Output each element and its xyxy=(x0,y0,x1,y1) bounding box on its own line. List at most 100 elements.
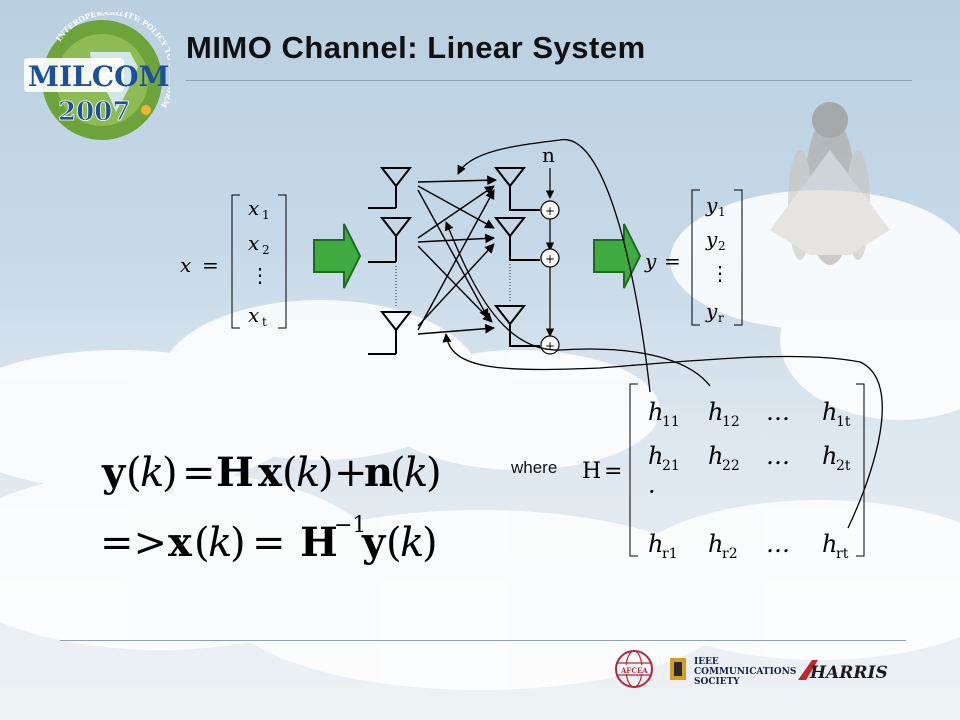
h-cell-2-2: h xyxy=(708,442,723,470)
y-vector-lhs: y xyxy=(644,249,657,273)
tx-antennas xyxy=(368,167,413,355)
channel-paths xyxy=(417,175,497,335)
shuttle-illustration xyxy=(770,102,890,265)
y-vector-left-bracket xyxy=(691,189,700,326)
ieee-line1: IEEE xyxy=(694,657,719,667)
eq2-equals: = xyxy=(252,520,286,566)
clouds xyxy=(0,190,960,690)
eq1-close-1: ) xyxy=(162,450,178,496)
x-vector-right-bracket xyxy=(278,194,287,329)
input-arrow xyxy=(313,223,362,289)
h-cell-4-4: h xyxy=(822,530,837,558)
y1-subscript: 1 xyxy=(718,205,726,219)
eq1-close-3: ) xyxy=(426,450,442,496)
h-cell-1-2-subscript: 12 xyxy=(722,414,740,430)
adder-2-symbol: + xyxy=(545,252,555,266)
milcom-logo: MILCOM 2007 INTEROPERABILITY: POLICY TO … xyxy=(20,12,170,140)
h-cell-4-1: h xyxy=(648,530,663,558)
y-vector-right-bracket xyxy=(734,189,743,326)
yr-subscript: r xyxy=(718,311,724,325)
h-cell-4-2: h xyxy=(708,530,723,558)
x-vector-lhs: x xyxy=(180,253,191,277)
eq1-k-3: k xyxy=(404,450,428,496)
h-cell-1-4-subscript: 1t xyxy=(836,414,851,430)
eq1-y: y xyxy=(101,449,127,496)
footer-divider xyxy=(60,640,906,641)
x-vector-equation: x = x 1 x 2 ⋮ x t xyxy=(180,194,287,329)
eq2-k-1: k xyxy=(208,520,232,566)
h-cell-4-3: … xyxy=(766,530,790,558)
eq2-open-1: ( xyxy=(194,520,210,566)
eq2-implies: => xyxy=(100,520,167,566)
x2-entry: x xyxy=(248,231,259,255)
h-cell-4-2-subscript: r2 xyxy=(722,546,738,562)
y2-entry: y xyxy=(705,227,718,251)
equation-line-1: y ( k ) = H x ( k ) + n ( k ) xyxy=(101,449,442,496)
adder-1-symbol: + xyxy=(545,204,555,218)
eq1-close-2: ) xyxy=(318,450,334,496)
y-vector-equals: = xyxy=(664,249,681,273)
h-matrix-left-bracket xyxy=(629,383,638,557)
y2-subscript: 2 xyxy=(718,239,726,253)
eq2-k-2: k xyxy=(400,520,424,566)
y1-entry: y xyxy=(705,193,718,217)
eq1-equals: = xyxy=(182,450,216,496)
h-cell-1-4: h xyxy=(822,398,837,426)
h-cell-1-1: h xyxy=(648,398,663,426)
equation-line-2: => x ( k ) = H −1 y ( k ) xyxy=(100,513,438,566)
eq1-open-1: ( xyxy=(126,450,142,496)
ieee-line2: COMMUNICATIONS xyxy=(694,667,796,677)
h-cell-1-3: … xyxy=(766,398,790,426)
adder-r-symbol: + xyxy=(545,339,555,353)
h-cell-2-2-subscript: 22 xyxy=(722,458,740,474)
where-label: where xyxy=(511,458,558,477)
x-vector-left-bracket xyxy=(231,194,240,329)
h-cell-3-1: · xyxy=(648,478,656,506)
eq1-H: H xyxy=(216,449,254,496)
h-cell-4-1-subscript: r1 xyxy=(662,546,678,562)
h-matrix-lhs: H xyxy=(582,459,601,484)
logo-name: MILCOM xyxy=(28,60,169,93)
eq1-open-3: ( xyxy=(390,450,406,496)
noise-label: n xyxy=(542,143,555,167)
eq2-inverse-exponent: −1 xyxy=(334,513,366,538)
logo-year: 2007 xyxy=(58,97,130,127)
eq2-y: y xyxy=(361,519,387,566)
afcea-logo: AFCEA xyxy=(615,650,653,688)
harris-logo: HARRIS xyxy=(798,660,888,683)
element-mapping-arrows xyxy=(442,139,883,529)
eq1-k-2: k xyxy=(296,450,320,496)
rx-antennas xyxy=(493,167,540,347)
page-title: MIMO Channel: Linear System xyxy=(186,30,646,65)
h-cell-2-4: h xyxy=(822,442,837,470)
x-vector-dots: ⋮ xyxy=(250,263,270,287)
eq2-open-2: ( xyxy=(386,520,402,566)
eq1-n: n xyxy=(364,449,393,496)
h-matrix-equals: = xyxy=(604,459,622,484)
eq1-x: x xyxy=(258,449,283,496)
eq2-x: x xyxy=(168,519,193,566)
eq1-open-2: ( xyxy=(282,450,298,496)
eq2-close-2: ) xyxy=(422,520,438,566)
h-matrix-right-bracket xyxy=(856,383,865,557)
h-cell-2-4-subscript: 2t xyxy=(836,458,851,474)
yr-entry: y xyxy=(705,299,718,323)
sponsor-logos: AFCEA IEEE COMMUNICATIONS SOCIETY HARRIS xyxy=(615,650,888,688)
output-arrow xyxy=(593,223,642,289)
x2-subscript: 2 xyxy=(262,243,270,257)
h-cell-4-4-subscript: rt xyxy=(836,546,849,562)
ieee-comsoc-logo: IEEE COMMUNICATIONS SOCIETY xyxy=(670,657,796,687)
title-divider xyxy=(186,80,912,81)
x1-entry: x xyxy=(248,196,259,220)
harris-text: HARRIS xyxy=(809,663,888,683)
h-cell-2-1: h xyxy=(648,442,663,470)
h-cell-2-1-subscript: 21 xyxy=(662,458,680,474)
xt-subscript: t xyxy=(262,315,267,329)
y-vector-equation: y = y 1 y 2 ⋮ y r xyxy=(644,189,743,326)
x-vector-equals: = xyxy=(202,253,219,277)
h-cell-2-3: … xyxy=(766,442,790,470)
